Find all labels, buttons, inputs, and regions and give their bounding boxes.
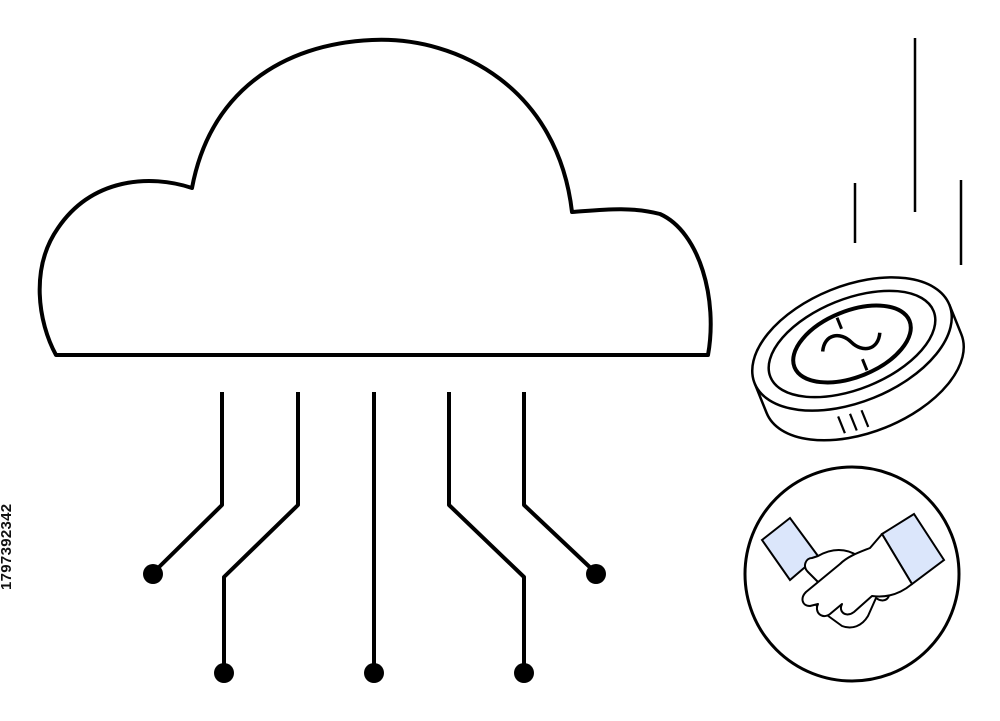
circuit-lines: [151, 392, 598, 672]
right-hand: [801, 533, 913, 618]
circuit-node: [514, 663, 534, 683]
stock-id-text: 1797392342: [0, 503, 15, 590]
circuit-node: [364, 663, 384, 683]
circuit-node: [143, 564, 163, 584]
cloud-icon: [37, 37, 713, 357]
circuit-line-4: [447, 392, 526, 672]
circuit-nodes: [143, 564, 606, 683]
motion-lines: [853, 38, 963, 265]
circuit-node: [214, 663, 234, 683]
circuit-node: [586, 564, 606, 584]
circuit-line-2: [222, 392, 300, 672]
handshake-icon: [743, 465, 961, 683]
circuit-line-1: [151, 392, 224, 575]
coin-icon: [751, 276, 965, 442]
circuit-line-5: [522, 392, 598, 575]
